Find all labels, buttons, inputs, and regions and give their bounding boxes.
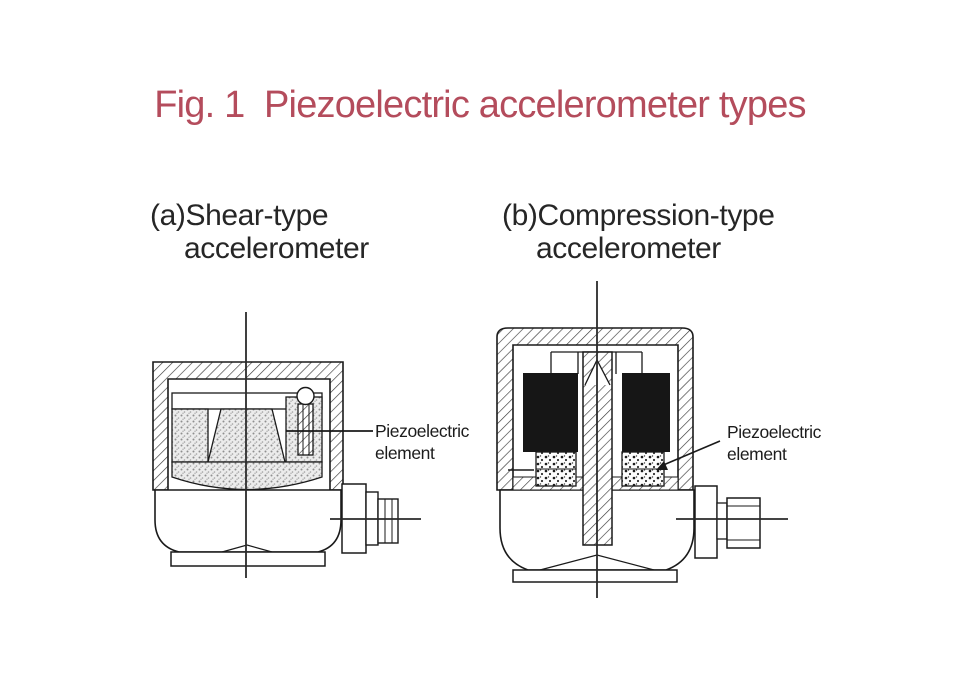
diagram-label-compression-line1: (b)Compression-type [502,199,775,232]
piezo-callout-shear-line1: Piezoelectric [375,421,470,441]
piezo-callout-compression-line2: element [727,444,787,464]
compression-piezo-stacks [508,451,665,487]
figure-title: Fig. 1 Piezoelectric accelerometer types [154,84,806,126]
diagram-label-compression: (b)Compression-type accelerometer [502,199,775,265]
piezo-callout-compression: Piezoelectric element [727,421,821,465]
shear-side-block-left [171,408,209,463]
piezo-callout-shear-line2: element [375,443,435,463]
piezo-callout-shear: Piezoelectric element [375,420,469,464]
shear-lower-body [154,489,342,553]
compression-connector [676,485,788,559]
diagram-label-shear-line2: accelerometer [184,232,369,265]
compression-diagram [496,281,788,598]
shear-bottom-notch [221,544,273,553]
compression-base-plate [512,569,678,583]
shear-base-plate [170,551,326,567]
diagram-label-shear-line1: (a)Shear-type [150,199,329,232]
shear-connector [330,483,421,554]
shear-sensing-assembly [171,386,323,491]
compression-seismic-mass-right [622,373,670,452]
shear-clamp-screw [296,386,315,456]
shear-mass-base-arc [171,461,323,491]
piezo-callout-compression-line1: Piezoelectric [727,422,822,442]
diagram-label-shear: (a)Shear-type accelerometer [150,199,369,265]
shear-diagram [152,312,421,578]
compression-callout-leader [656,440,721,470]
diagram-label-compression-line2: accelerometer [536,232,721,265]
compression-seismic-mass-left [523,373,578,452]
